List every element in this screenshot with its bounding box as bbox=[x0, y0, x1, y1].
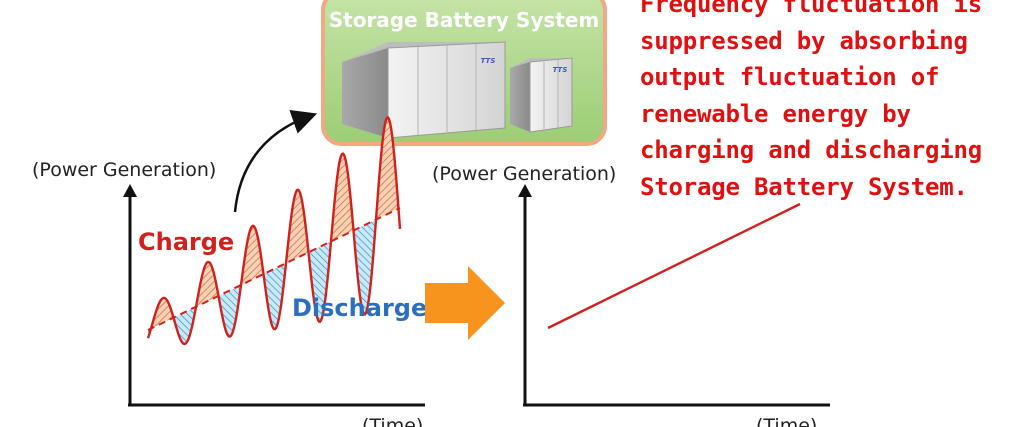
battery-cabinet-large: TTS bbox=[342, 41, 506, 139]
curved-arrow-to-storage bbox=[233, 109, 318, 213]
left-chart: (Power Generation) (Time) Charge Dischar… bbox=[32, 116, 427, 427]
description-line: suppressed by absorbing bbox=[640, 26, 968, 55]
description-line: output fluctuation of bbox=[640, 63, 940, 91]
storage-battery-box: Storage Battery System TTS TTS bbox=[321, 0, 607, 146]
right-ylabel: (Power Generation) bbox=[432, 163, 616, 185]
transform-arrow bbox=[425, 266, 505, 340]
charge-region bbox=[376, 117, 399, 220]
left-xlabel: (Time) bbox=[362, 415, 423, 427]
right-chart: (Power Generation) (Time) bbox=[432, 163, 830, 427]
charge-region bbox=[331, 153, 354, 242]
smoothed-output-line bbox=[547, 202, 801, 330]
description-line: Storage Battery System. bbox=[640, 172, 968, 201]
left-ylabel: (Power Generation) bbox=[32, 159, 216, 181]
left-y-axis-arrow bbox=[123, 184, 137, 197]
right-y-axis-arrow bbox=[518, 184, 532, 197]
storage-box-title: Storage Battery System bbox=[329, 8, 600, 32]
description-line: renewable energy by bbox=[640, 99, 911, 128]
discharge-region bbox=[148, 328, 152, 339]
description-line: Frequency fluctuation is bbox=[640, 0, 982, 18]
battery-cabinet-small: TTS bbox=[510, 57, 573, 133]
brand-mark-large: TTS bbox=[481, 57, 496, 65]
charge-region bbox=[151, 297, 174, 329]
discharge-label: Discharge bbox=[292, 294, 427, 322]
description-line: charging and discharging bbox=[640, 136, 982, 164]
fluctuating-output-wave bbox=[146, 116, 402, 346]
description-text: Frequency fluctuation is suppressed by a… bbox=[640, 0, 1024, 205]
trend-line bbox=[147, 207, 401, 331]
charge-label: Charge bbox=[138, 228, 234, 256]
right-xlabel: (Time) bbox=[756, 415, 817, 427]
brand-mark-small: TTS bbox=[553, 66, 568, 74]
